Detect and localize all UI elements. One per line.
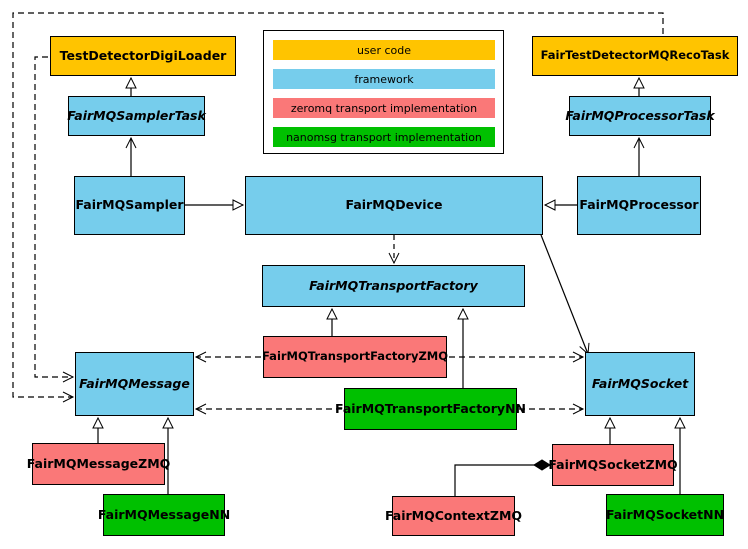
class-box-label: FairMQMessageZMQ xyxy=(26,455,171,471)
legend-label-zeromq: zeromq transport implementation xyxy=(290,101,478,115)
class-box-FairMQProcessorTask[interactable]: FairMQProcessorTask xyxy=(565,96,715,136)
class-box-label: FairMQTransportFactory xyxy=(309,277,478,293)
class-box-TestDetectorDigiLoader[interactable]: TestDetectorDigiLoader xyxy=(50,36,236,76)
class-box-FairMQDevice[interactable]: FairMQDevice xyxy=(245,176,543,235)
class-box-label: FairMQContextZMQ xyxy=(384,507,523,523)
edge-device-socket xyxy=(540,234,590,356)
class-box-label: FairMQMessage xyxy=(79,375,190,391)
class-box-label: FairMQSampler xyxy=(75,197,184,213)
class-box-FairMQMessage[interactable]: FairMQMessage xyxy=(75,352,194,416)
class-box-FairMQMessageZMQ[interactable]: FairMQMessageZMQ xyxy=(27,443,170,485)
legend-item-zeromq: zeromq transport implementation xyxy=(273,98,495,118)
class-box-label: FairMQTransportFactoryZMQ xyxy=(262,349,449,364)
class-box-FairMQTransportFactoryNN[interactable]: FairMQTransportFactoryNN xyxy=(335,388,526,430)
edge-digiloader-message xyxy=(34,56,75,383)
legend-item-framework: framework xyxy=(273,69,495,89)
class-box-FairMQContextZMQ[interactable]: FairMQContextZMQ xyxy=(385,496,522,536)
class-box-label: FairMQMessageNN xyxy=(97,506,231,522)
class-box-FairMQSampler[interactable]: FairMQSampler xyxy=(74,176,185,235)
legend-panel: user code framework zeromq transport imp… xyxy=(263,30,504,154)
class-box-label: FairMQSocketNN xyxy=(605,506,725,522)
legend-item-nanomsg: nanomsg transport implementation xyxy=(273,127,495,147)
class-box-FairMQSocket[interactable]: FairMQSocket xyxy=(585,352,695,416)
class-box-label: FairMQProcessor xyxy=(579,197,699,213)
class-box-FairTestDetectorMQRecoTask[interactable]: FairTestDetectorMQRecoTask xyxy=(532,36,738,76)
class-box-label: FairMQProcessorTask xyxy=(565,107,715,123)
legend-label-user-code: user code xyxy=(356,43,412,57)
legend-label-nanomsg: nanomsg transport implementation xyxy=(286,130,482,144)
class-box-FairMQTransportFactory[interactable]: FairMQTransportFactory xyxy=(262,265,525,307)
class-box-FairMQSamplerTask[interactable]: FairMQSamplerTask xyxy=(67,96,206,136)
legend-item-user-code: user code xyxy=(273,40,495,60)
class-box-FairMQProcessor[interactable]: FairMQProcessor xyxy=(577,176,701,235)
class-box-label: FairTestDetectorMQRecoTask xyxy=(540,48,730,63)
class-box-FairMQTransportFactoryZMQ[interactable]: FairMQTransportFactoryZMQ xyxy=(262,336,448,378)
edge-socketzmq-contextzmq xyxy=(454,459,551,496)
class-box-label: FairMQTransportFactoryNN xyxy=(335,400,526,416)
class-box-label: FairMQSamplerTask xyxy=(67,107,206,123)
class-box-FairMQSocketNN[interactable]: FairMQSocketNN xyxy=(606,494,724,536)
edge-recotask-message xyxy=(12,12,664,403)
legend-label-framework: framework xyxy=(354,72,414,86)
class-box-label: TestDetectorDigiLoader xyxy=(59,47,227,63)
class-box-label: FairMQSocket xyxy=(591,375,689,391)
class-box-label: FairMQDevice xyxy=(345,197,443,213)
class-box-FairMQMessageNN[interactable]: FairMQMessageNN xyxy=(98,494,230,536)
class-box-FairMQSocketZMQ[interactable]: FairMQSocketZMQ xyxy=(548,444,678,486)
class-box-label: FairMQSocketZMQ xyxy=(548,456,678,472)
